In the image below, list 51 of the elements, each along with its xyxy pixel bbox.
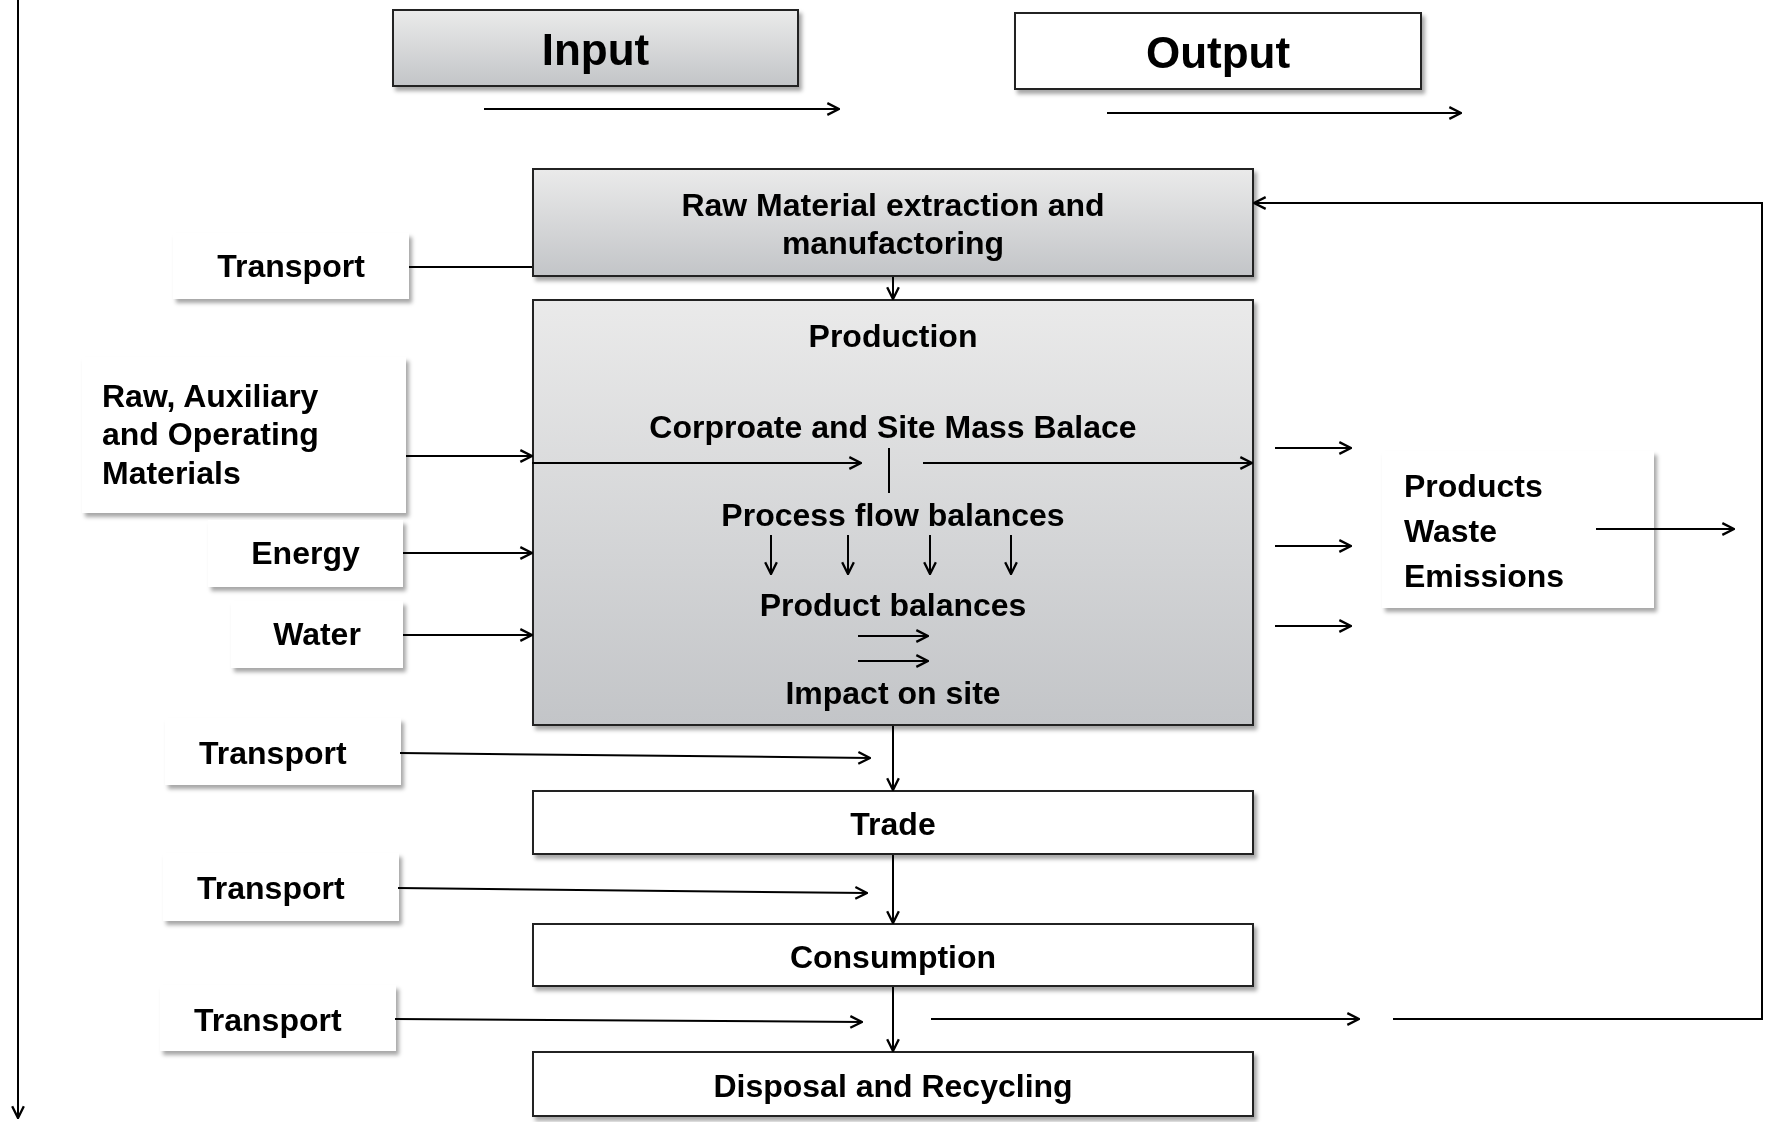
input-box — [231, 601, 403, 668]
process-box — [160, 985, 396, 1051]
balance-text: Impact on site — [785, 673, 1001, 713]
arrow — [886, 725, 900, 792]
box-label: Disposal and Recycling — [713, 1066, 1073, 1106]
box-label: Trade — [850, 804, 936, 844]
arrow — [886, 854, 900, 925]
arrow — [886, 276, 900, 301]
box-label: Transport — [217, 246, 365, 286]
output-header-box — [1014, 12, 1422, 90]
process-box — [532, 168, 1254, 277]
arrow — [1274, 441, 1353, 455]
box-heading: Production — [808, 316, 978, 356]
input-box — [208, 520, 403, 587]
process-box — [532, 790, 1254, 855]
box-label: Transport — [194, 1000, 342, 1040]
box-label: Emissions — [1404, 556, 1565, 596]
process-box — [163, 853, 399, 921]
arrow — [399, 750, 872, 765]
arrow — [394, 1014, 864, 1029]
arrow — [397, 885, 869, 900]
input-header-box — [392, 9, 799, 87]
arrow — [402, 546, 534, 560]
arrow — [1252, 196, 1763, 1020]
box-label: Products — [1404, 466, 1543, 506]
box-label: Consumption — [789, 937, 997, 977]
arrow — [402, 628, 534, 642]
process-box — [173, 233, 409, 299]
box-label: Waste — [1404, 511, 1498, 551]
output-box — [1382, 451, 1654, 608]
arrow — [405, 449, 534, 463]
balance-text: Process flow balances — [721, 495, 1065, 535]
box-label: Raw, Auxiliary and Operating Materials — [102, 377, 320, 493]
box-label: Water — [273, 614, 361, 654]
process-box — [532, 923, 1254, 987]
arrow — [1595, 522, 1736, 536]
arrow — [1274, 539, 1353, 553]
box-label: Transport — [199, 733, 347, 773]
process-box — [165, 718, 401, 785]
process-box — [532, 1051, 1254, 1117]
box-label: Transport — [197, 868, 345, 908]
process-box — [532, 299, 1254, 726]
box-label: Energy — [251, 533, 360, 573]
box-label: Output — [1145, 26, 1291, 79]
balance-text: Product balances — [759, 585, 1027, 625]
arrow — [1274, 619, 1353, 633]
arrow — [886, 986, 900, 1053]
box-label: Input — [541, 23, 650, 76]
balance-text: Corproate and Site Mass Balace — [649, 407, 1137, 447]
box-label: Raw Material extraction and manufactoring — [680, 185, 1106, 263]
input-box — [82, 357, 406, 513]
